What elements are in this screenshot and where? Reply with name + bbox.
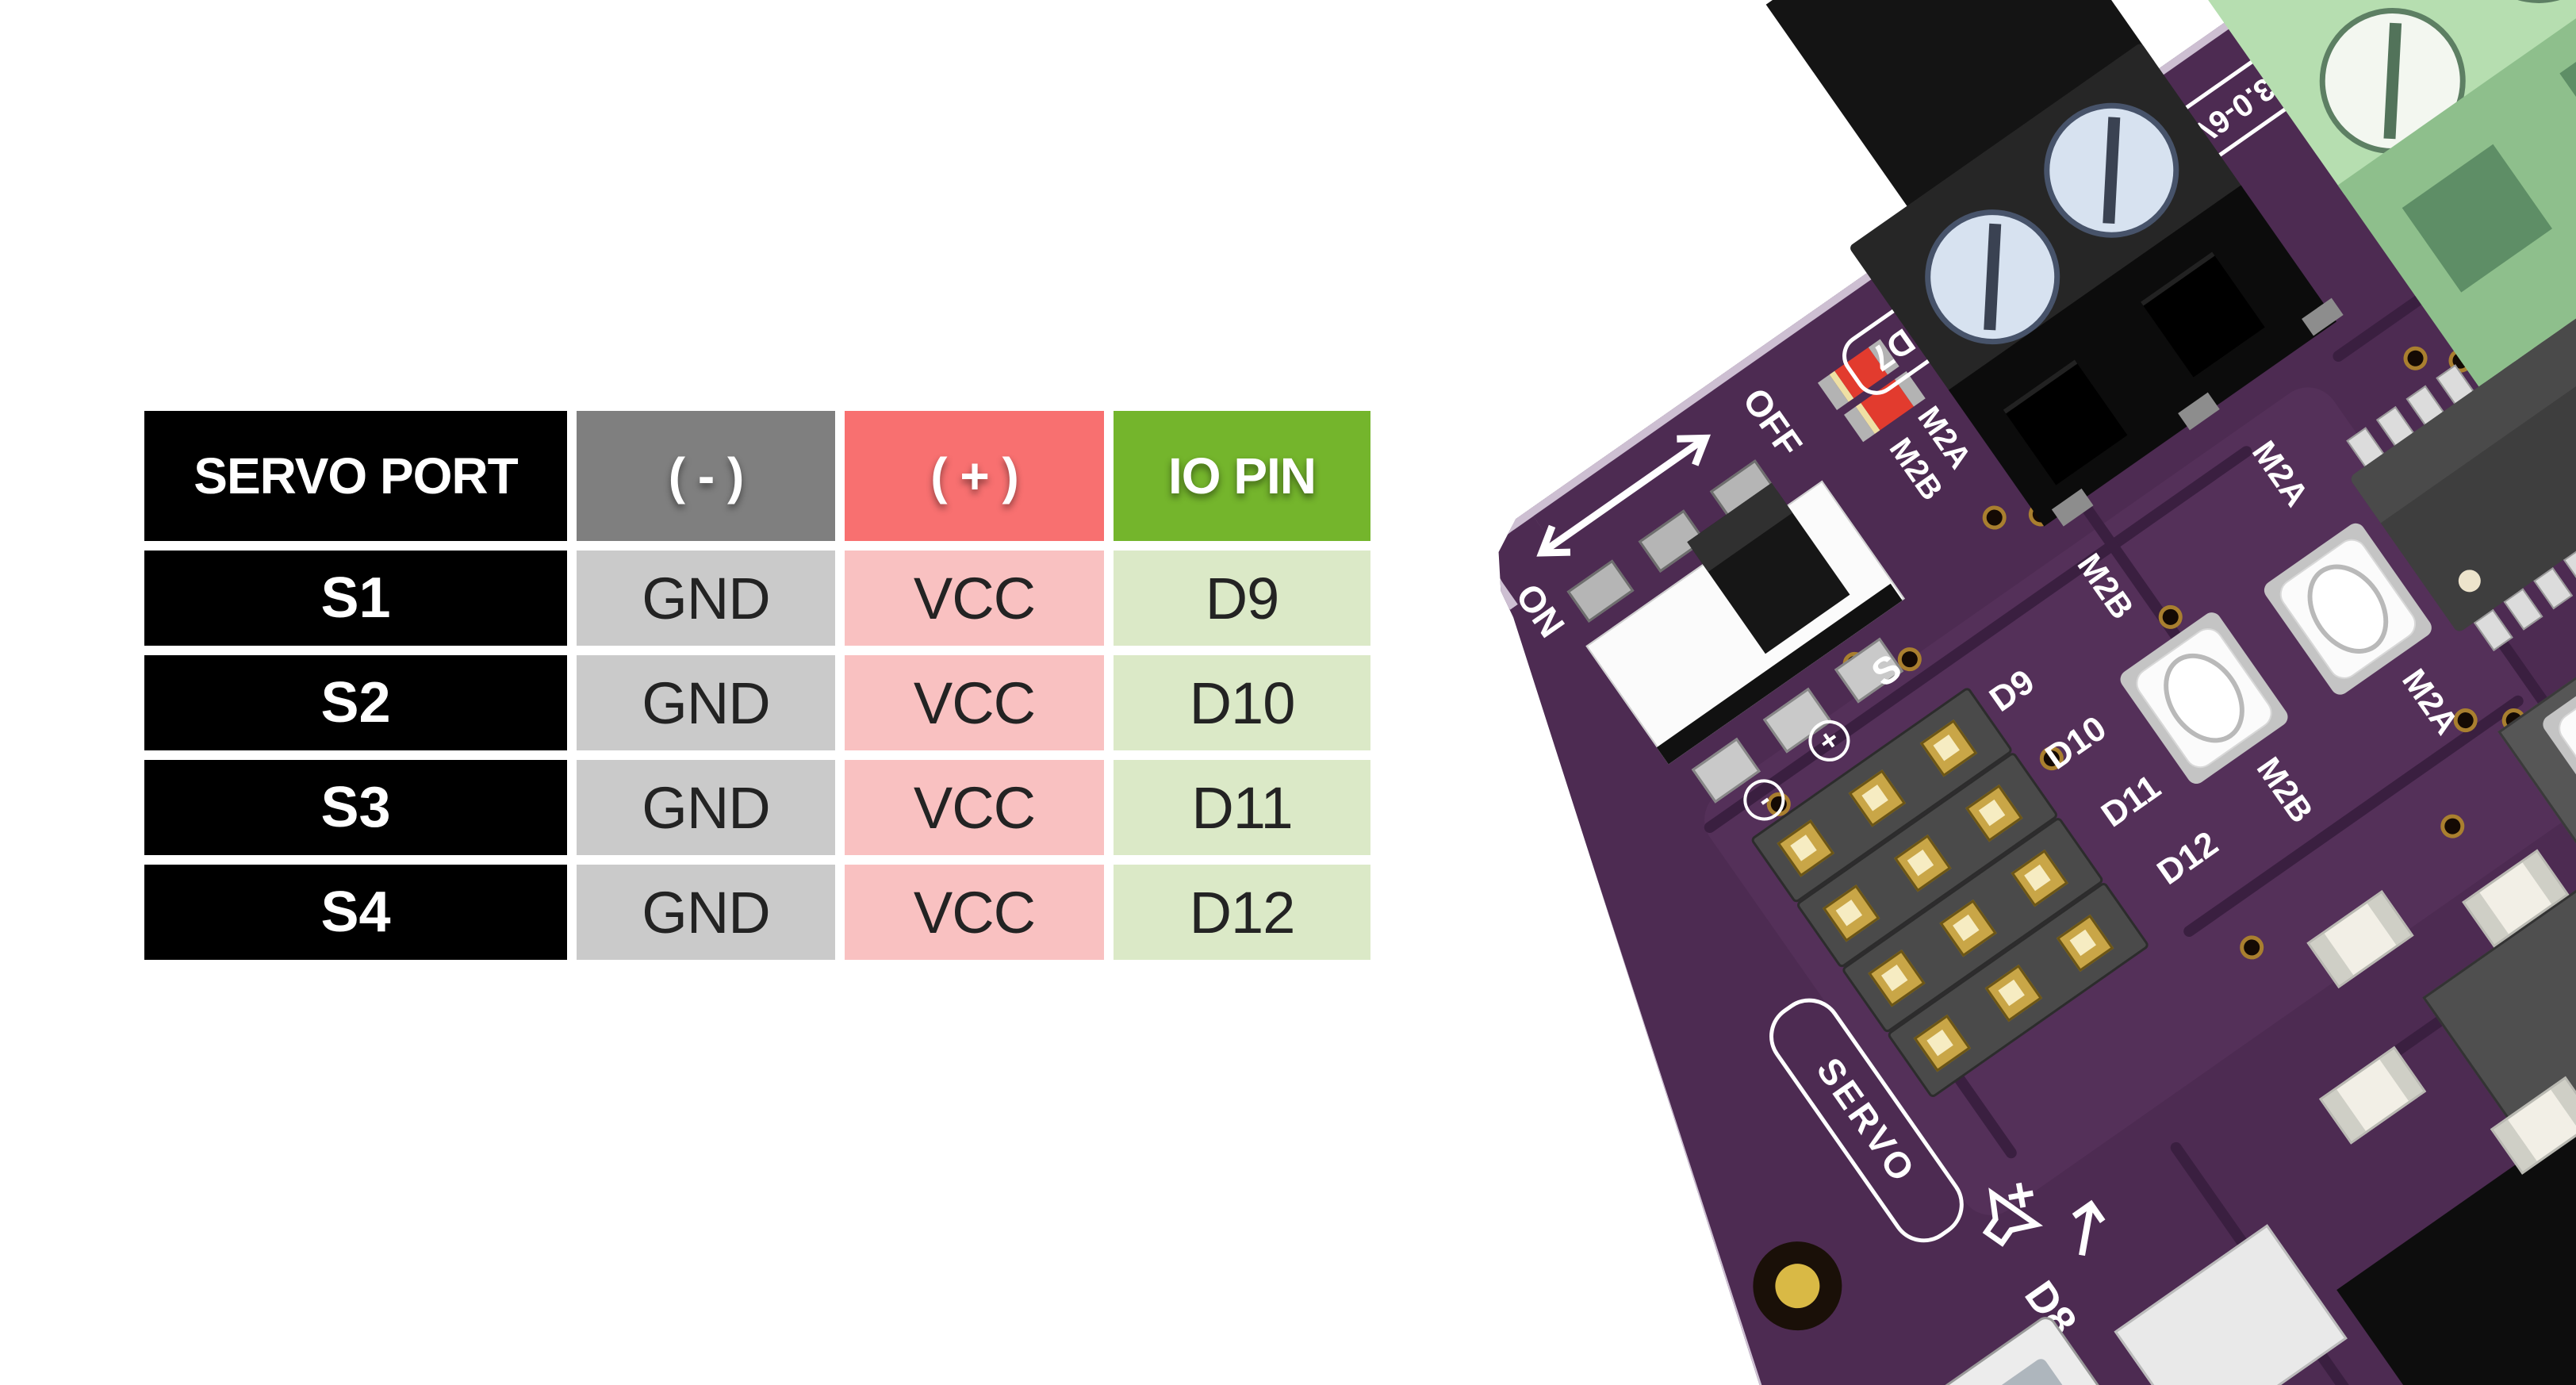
table-cell-port: S3 — [144, 760, 567, 855]
table-cell-neg: GND — [577, 551, 835, 646]
switch-off-label: OFF — [1735, 380, 1811, 464]
table-cell-neg: GND — [577, 865, 835, 960]
table-header-negative: ( - ) — [577, 411, 835, 541]
ic-pin1-dot — [2454, 566, 2485, 597]
usb-connector — [1921, 1313, 2119, 1385]
table-header-servo-port: SERVO PORT — [144, 411, 567, 541]
table-cell-pos: VCC — [845, 551, 1104, 646]
table-cell-io: D10 — [1114, 655, 1370, 750]
table-cell-io: D9 — [1114, 551, 1370, 646]
table-cell-pos: VCC — [845, 760, 1104, 855]
pcb-board: ON OFF — [1210, 0, 2576, 1385]
buzzer-muted-icon — [1955, 1159, 2065, 1269]
table-cell-io: D12 — [1114, 865, 1370, 960]
table-cell-neg: GND — [577, 655, 835, 750]
switch-direction-arrow-icon — [1520, 413, 1727, 577]
table-cell-neg: GND — [577, 760, 835, 855]
table-header-io-pin: IO PIN — [1114, 411, 1370, 541]
via — [2399, 342, 2432, 375]
table-cell-pos: VCC — [845, 865, 1104, 960]
table-cell-port: S2 — [144, 655, 567, 750]
table-cell-pos: VCC — [845, 655, 1104, 750]
mounting-hole — [1735, 1224, 1859, 1348]
capacitor — [2319, 1046, 2426, 1145]
table-cell-port: S4 — [144, 865, 567, 960]
arrow-up-right-icon — [2045, 1187, 2129, 1271]
component — [2114, 1224, 2348, 1385]
table-cell-io: D11 — [1114, 760, 1370, 855]
via — [1978, 501, 2011, 535]
table-cell-port: S1 — [144, 551, 567, 646]
switch-pad — [1567, 559, 1635, 622]
table-header-positive: ( + ) — [845, 411, 1104, 541]
servo-pinout-table: SERVO PORT ( - ) ( + ) IO PIN S1 GND VCC… — [144, 411, 1370, 960]
